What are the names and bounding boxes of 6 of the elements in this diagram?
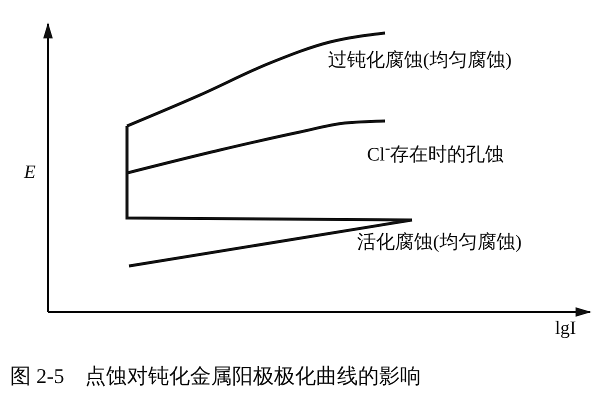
curve-label: 过钝化腐蚀(均匀腐蚀) bbox=[328, 50, 512, 73]
axis-label: E bbox=[24, 162, 36, 185]
curve-label: Cl$^{-}$存在时的孔蚀 bbox=[367, 140, 504, 168]
curve-label: 活化腐蚀(均匀腐蚀) bbox=[357, 232, 522, 255]
figure-caption: 图 2-5 点蚀对钝化金属阳极极化曲线的影响 bbox=[10, 363, 422, 390]
axis-label: lgI bbox=[555, 318, 576, 341]
